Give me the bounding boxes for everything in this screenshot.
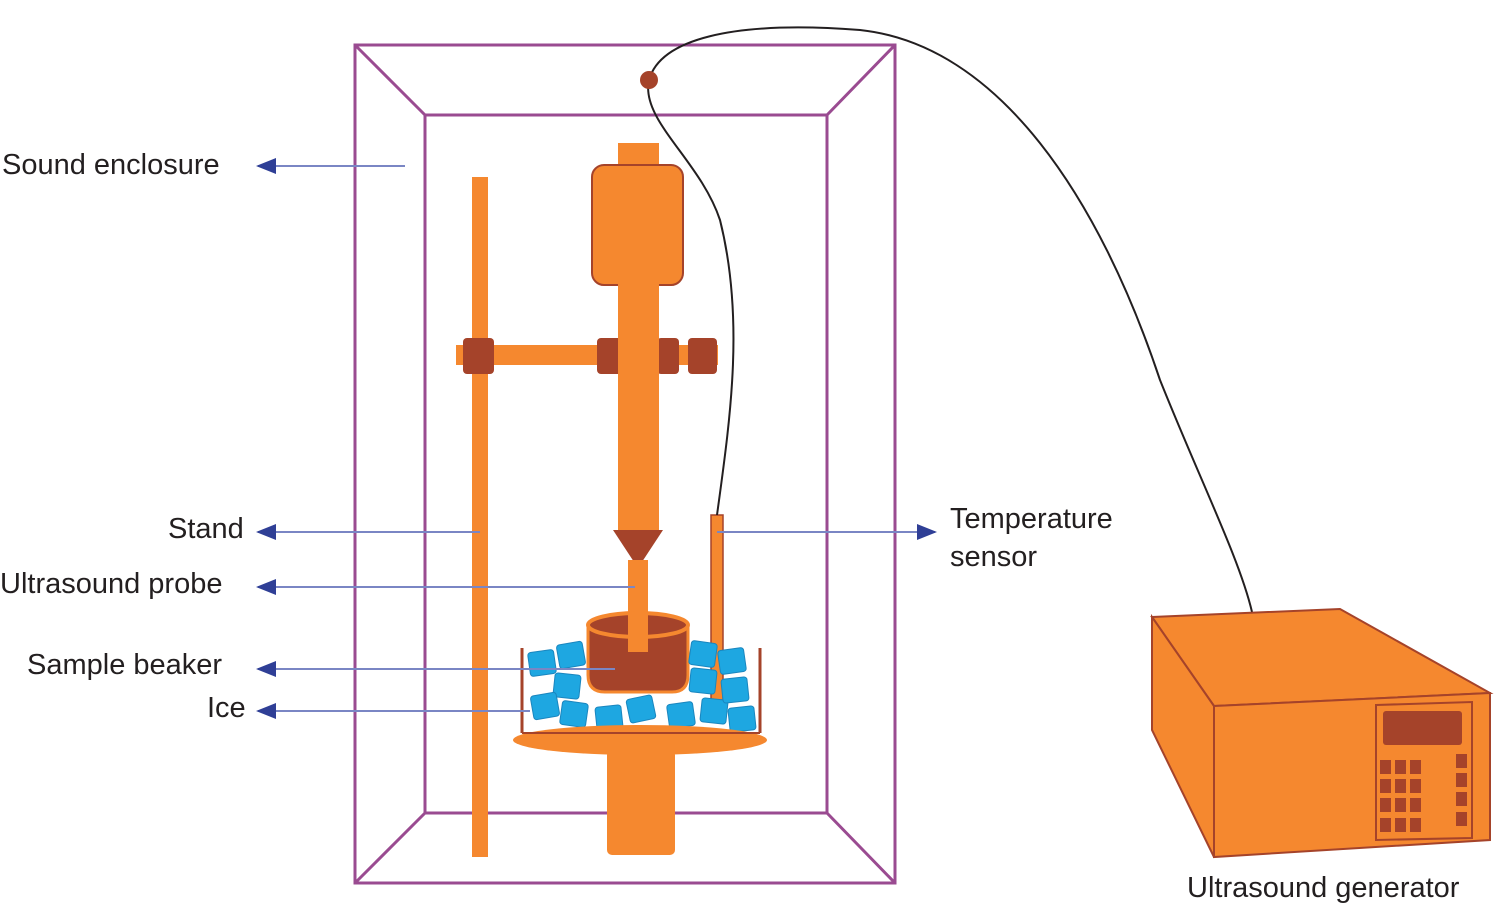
clamp-knobs	[463, 338, 717, 374]
label-stand: Stand	[168, 513, 244, 545]
ice-bath	[520, 648, 762, 733]
ultrasound-generator	[1150, 607, 1494, 859]
label-ultrasound-probe: Ultrasound probe	[0, 568, 223, 600]
label-sample-beaker: Sample beaker	[27, 649, 223, 681]
leader-arrows	[256, 158, 937, 719]
platform	[513, 725, 767, 855]
label-temperature-sensor: Temperature sensor	[950, 501, 1113, 576]
ultrasound-probe	[591, 143, 684, 652]
label-ultrasound-generator: Ultrasound generator	[1187, 872, 1460, 904]
label-temperature-line2: sensor	[950, 540, 1038, 573]
sample-beaker	[586, 611, 690, 694]
keypad	[1380, 754, 1467, 832]
label-sound-enclosure: Sound enclosure	[2, 149, 220, 181]
label-temperature-line1: Temperature	[950, 503, 1113, 535]
label-ice: Ice	[207, 692, 246, 724]
cable	[647, 26, 1253, 613]
stand	[472, 177, 488, 857]
cable-connector	[640, 71, 658, 89]
